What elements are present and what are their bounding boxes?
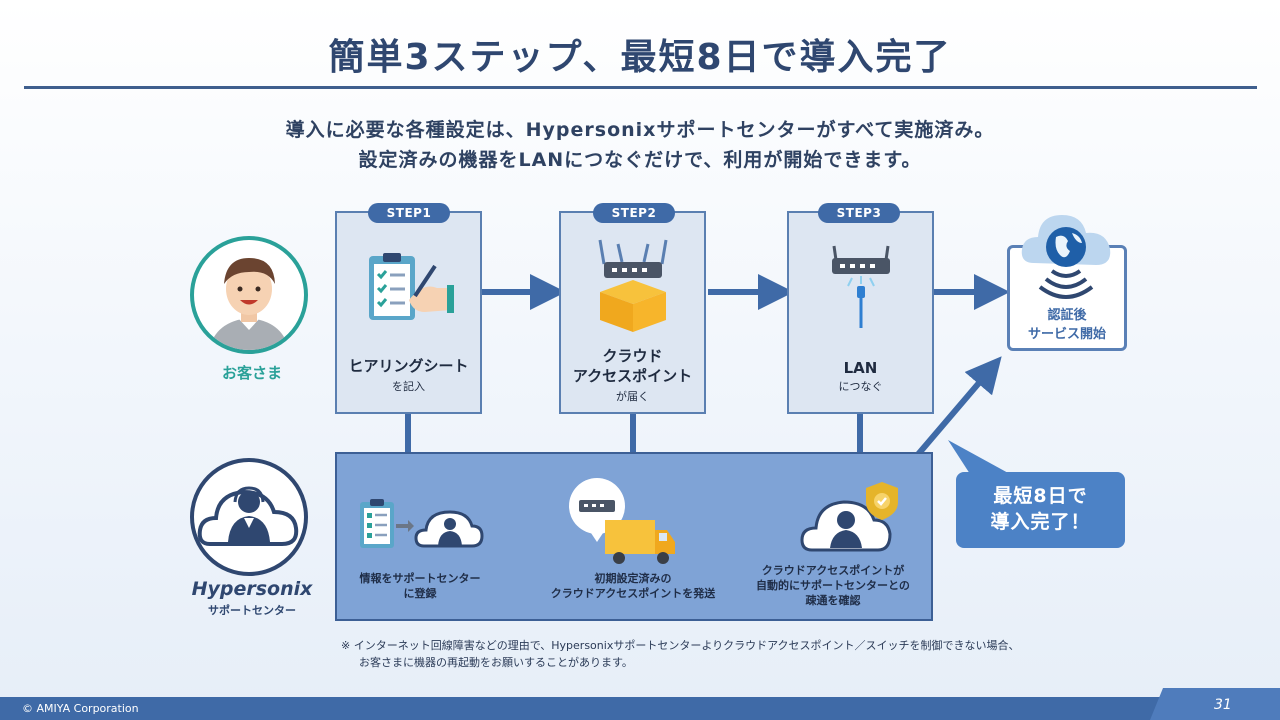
footnote-line2: お客さまに機器の再起動をお願いすることがあります。 — [359, 656, 633, 669]
checklist-pen-icon — [369, 253, 454, 320]
footer-bar — [0, 697, 1280, 720]
router-box-icon — [598, 239, 668, 332]
shipping-truck-icon — [569, 478, 675, 564]
copyright: © AMIYA Corporation — [22, 702, 139, 715]
support-step2-line2: クラウドアクセスポイントを発送 — [550, 587, 716, 600]
brand-logo: Hypersonix — [191, 578, 313, 600]
support-step1-text: 情報をサポートセンター に登録 — [345, 571, 495, 601]
support-step3-line3: 疎通を確認 — [805, 594, 861, 607]
support-step2-line1: 初期設定済みの — [594, 572, 672, 585]
support-center-avatar — [190, 458, 308, 576]
step2-sub: が届く — [616, 390, 649, 403]
lan-router-icon — [832, 245, 890, 328]
step2-label-line2: アクセスポイント — [572, 367, 693, 385]
footer-accent — [1150, 688, 1280, 720]
support-verified-icon — [800, 482, 898, 552]
service-start-line1: 認証後 — [1047, 308, 1087, 323]
customer-label: お客さま — [221, 364, 282, 382]
support-step3-line2: 自動的にサポートセンターとの — [756, 579, 910, 592]
step1-sub: を記入 — [392, 380, 425, 393]
page-number: 31 — [1214, 697, 1232, 713]
lead-text-line1: 導入に必要な各種設定は、Hypersonixサポートセンターがすべて実施済み。 — [285, 119, 995, 141]
step1-label: ヒアリングシート — [348, 357, 469, 375]
service-start-text: 認証後 サービス開始 — [1007, 306, 1127, 344]
callout-line1: 最短8日で — [993, 485, 1088, 507]
support-step1-line2: に登録 — [403, 587, 437, 600]
callout-line2: 導入完了！ — [990, 511, 1091, 533]
cloud-globe-icon — [1021, 215, 1111, 299]
support-step2-text: 初期設定済みの クラウドアクセスポイントを発送 — [520, 571, 746, 601]
callout-pointer — [948, 440, 1010, 474]
page-title: 簡単3ステップ、最短8日で導入完了 — [328, 37, 952, 78]
step2-badge: STEP2 — [593, 203, 675, 223]
brand-subtitle: サポートセンター — [208, 604, 296, 617]
step3-sub: につなぐ — [838, 380, 883, 393]
register-to-support-icon — [360, 499, 484, 548]
callout-fastest-8-days: 最短8日で 導入完了！ — [956, 472, 1125, 548]
footnote-line1: ※ インターネット回線障害などの理由で、Hypersonixサポートセンターより… — [341, 639, 1020, 652]
lead-text-line2: 設定済みの機器をLANにつなぐだけで、利用が開始できます。 — [358, 149, 922, 171]
support-step3-line1: クラウドアクセスポイントが — [761, 564, 905, 577]
support-step1-line1: 情報をサポートセンター — [359, 572, 481, 585]
step1-badge: STEP1 — [368, 203, 450, 223]
step3-label: LAN — [843, 359, 878, 377]
step3-badge: STEP3 — [818, 203, 900, 223]
customer-avatar — [190, 236, 308, 354]
service-start-line2: サービス開始 — [1027, 327, 1106, 342]
title-divider — [24, 86, 1257, 89]
step2-label-line1: クラウド — [602, 347, 663, 365]
support-step3-text: クラウドアクセスポイントが 自動的にサポートセンターとの 疎通を確認 — [745, 563, 921, 608]
